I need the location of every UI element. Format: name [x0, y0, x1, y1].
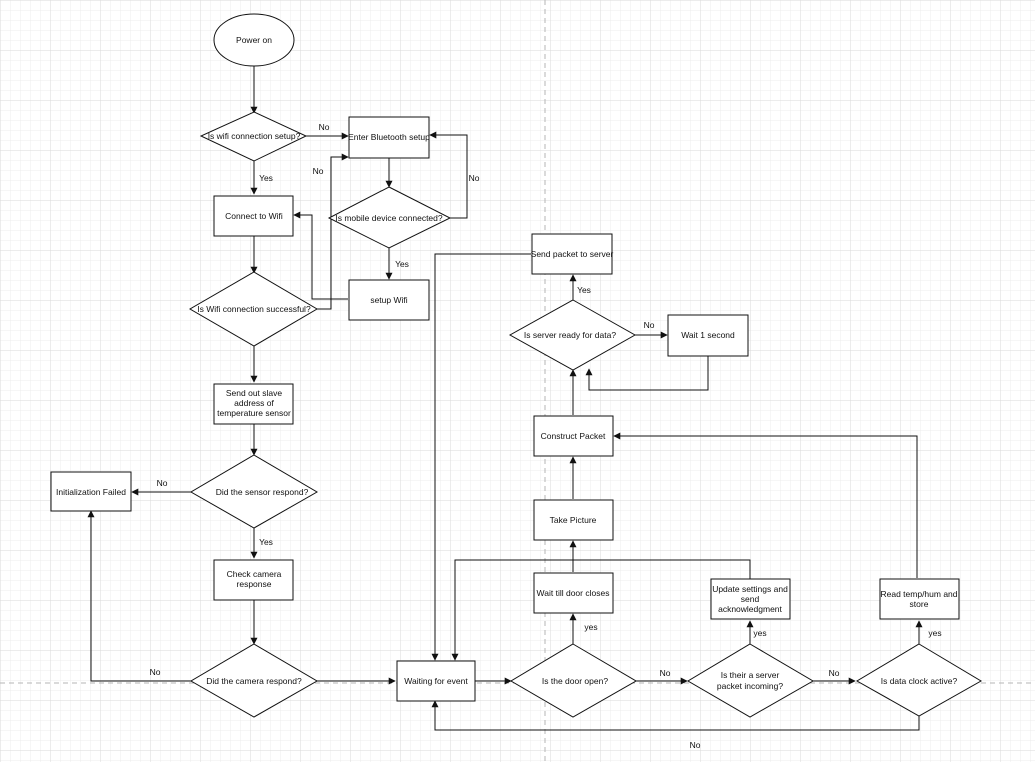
node-server-ready-q-label: Is server ready for data?	[524, 330, 616, 340]
node-mobile-q-label: Is mobile device connected?	[335, 213, 443, 223]
node-data-clock-q-shape	[856, 643, 982, 717]
node-wifi-success-q-shape	[189, 271, 318, 347]
node-construct-packet-label: Construct Packet	[541, 431, 606, 441]
node-init-failed-shape	[50, 471, 132, 512]
edge-label-wifi-success-no: No	[313, 166, 324, 176]
edge-label-server-yes: Yes	[577, 285, 591, 295]
edge-readtemp-to-construct	[613, 432, 918, 578]
node-camera-q-label: Did the camera respond?	[206, 676, 302, 686]
node-sensor-q-label: Did the sensor respond?	[216, 487, 309, 497]
node-wait-1s-shape	[667, 314, 749, 357]
node-server-ready-q-shape	[508, 299, 637, 371]
node-read-temp-shape	[879, 578, 960, 620]
edge-label-clock-yes: yes	[928, 628, 941, 638]
edge-label-packet-yes: yes	[753, 628, 766, 638]
edge-success-no	[317, 153, 349, 310]
node-send-slave-label-3: temperature sensor	[217, 408, 291, 418]
node-camera-q-shape	[190, 643, 318, 718]
node-mobile-q-shape	[327, 186, 452, 249]
edge-update-to-waiting	[451, 559, 751, 661]
edge-label-camera-no: No	[150, 667, 161, 677]
edge-label-mobile-no: No	[469, 173, 480, 183]
node-enter-bt-shape	[348, 116, 430, 159]
node-door-q-label: Is the door open?	[542, 676, 608, 686]
node-wait-1s-label: Wait 1 second	[681, 330, 735, 340]
edge-label-wifi-yes: Yes	[259, 173, 273, 183]
node-connect-wifi-shape	[213, 195, 294, 237]
node-server-packet-q-label-1: Is their a server	[721, 670, 780, 680]
edge-label-packet-no: No	[829, 668, 840, 678]
node-construct-packet-shape	[533, 415, 614, 457]
node-send-packet-shape	[531, 233, 613, 275]
node-waiting-label: Waiting for event	[404, 676, 468, 686]
edge-label-wifi-no: No	[319, 122, 330, 132]
edge-label-server-no: No	[644, 320, 655, 330]
node-init-failed-label: Initialization Failed	[56, 487, 126, 497]
edge-mobile-no	[429, 131, 468, 219]
edge-label-sensor-yes: Yes	[259, 537, 273, 547]
node-take-picture-shape	[533, 499, 614, 541]
node-send-slave-label-1: Send out slave	[226, 388, 283, 398]
node-check-camera-label-2: response	[237, 579, 272, 589]
node-update-settings-label-1: Update settings and	[712, 584, 788, 594]
node-read-temp-label-1: Read temp/hum and	[880, 589, 957, 599]
node-door-q-shape	[510, 643, 637, 718]
edge-label-sensor-no: No	[157, 478, 168, 488]
edge-camera-no	[87, 510, 191, 682]
node-send-slave-shape	[213, 383, 294, 425]
node-server-packet-q-label-2: packet incoming?	[717, 681, 783, 691]
node-send-packet-label: Send packet to server	[531, 249, 614, 259]
node-send-slave-label-2: address of	[234, 398, 274, 408]
node-enter-bt-label: Enter Bluetooth setup	[348, 132, 430, 142]
edge-sendpacket-to-waiting	[431, 253, 531, 661]
edge-label-mobile-yes: Yes	[395, 259, 409, 269]
edge-label-door-no: No	[660, 668, 671, 678]
node-wifi-setup-q-label: Is wifi connection setup?	[208, 131, 301, 141]
node-data-clock-q-label: Is data clock active?	[881, 676, 958, 686]
node-connect-wifi-label: Connect to Wifi	[225, 211, 283, 221]
node-check-camera-shape	[213, 559, 294, 601]
node-setup-wifi-label: setup Wifi	[370, 295, 407, 305]
edge-label-door-yes: yes	[584, 622, 597, 632]
node-take-picture-label: Take Picture	[550, 515, 597, 525]
node-waiting-shape	[396, 660, 476, 702]
edge-clock-no	[431, 700, 920, 731]
node-sensor-q-shape	[190, 454, 318, 529]
edge-wait1s-back	[585, 356, 709, 391]
node-server-packet-q-shape	[687, 643, 814, 718]
node-wifi-success-q-label: Is Wifi connection successful?	[197, 304, 311, 314]
node-power-on-shape	[213, 13, 295, 67]
edge-setupwifi-to-connect	[293, 211, 348, 300]
node-setup-wifi-shape	[348, 279, 430, 321]
node-update-settings-label-2: send	[741, 594, 760, 604]
node-read-temp-label-2: store	[910, 599, 929, 609]
node-check-camera-label-1: Check camera	[227, 569, 282, 579]
node-update-settings-shape	[710, 578, 791, 620]
node-power-on-label: Power on	[236, 35, 272, 45]
node-wifi-setup-q-shape	[199, 111, 308, 162]
edge-label-clock-no: No	[690, 740, 701, 750]
node-wait-door-shape	[533, 572, 614, 614]
node-update-settings-label-3: acknowledgment	[718, 604, 782, 614]
node-wait-door-label: Wait till door closes	[537, 588, 610, 598]
